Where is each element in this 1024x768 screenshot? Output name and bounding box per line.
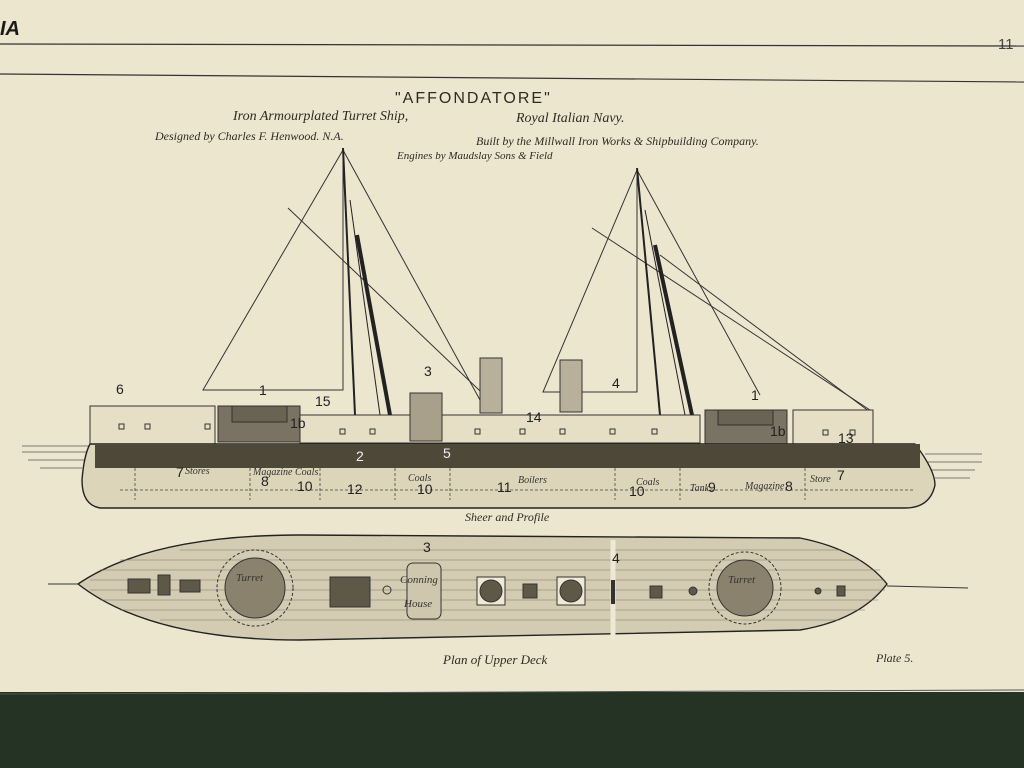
engines-credit: Engines by Maudslay Sons & Field xyxy=(397,150,553,162)
profile-label: Boilers xyxy=(518,475,547,486)
designer-credit: Designed by Charles F. Henwood. N.A. xyxy=(155,129,344,143)
profile-label: Tank xyxy=(690,483,710,494)
builder-credit: Built by the Millwall Iron Works & Shipb… xyxy=(476,134,759,148)
profile-label: Store xyxy=(810,474,831,485)
plan-label: Turret xyxy=(728,574,756,586)
profile-number: 1b xyxy=(290,415,306,431)
sails xyxy=(202,148,871,413)
profile-label: Coals xyxy=(295,467,319,478)
hull-compartments xyxy=(120,468,915,500)
plan-label: Conning xyxy=(400,574,438,586)
profile-number: 11 xyxy=(497,479,512,495)
caption-profile: Sheer and Profile xyxy=(465,510,550,524)
profile-number: 10 xyxy=(629,483,645,499)
deck-fittings xyxy=(127,540,846,640)
profile-number: 1 xyxy=(751,387,759,403)
portholes xyxy=(118,423,856,436)
caption-plan: Plan of Upper Deck xyxy=(443,652,548,667)
profile-number: 1b xyxy=(770,423,786,439)
profile-label: Coals xyxy=(408,473,432,484)
profile-number: 10 xyxy=(297,478,313,494)
plan-number: 3 xyxy=(423,539,431,555)
profile-number: 13 xyxy=(838,430,854,446)
ship-type: Iron Armourplated Turret Ship, xyxy=(233,109,409,124)
plan-label: House xyxy=(404,598,433,610)
profile-number: 3 xyxy=(424,363,432,379)
table-surface xyxy=(0,692,1024,768)
profile-label: Magazine xyxy=(253,467,293,478)
page-number: 11 xyxy=(998,36,1014,53)
profile-number: 14 xyxy=(526,409,542,425)
profile-label: Magazine xyxy=(745,481,785,492)
profile-number: 8 xyxy=(785,478,793,494)
navy-label: Royal Italian Navy. xyxy=(516,111,625,126)
plan-label: Turret xyxy=(236,572,264,584)
profile-number: 10 xyxy=(417,481,433,497)
profile-number: 8 xyxy=(261,473,269,489)
profile-number: 1 xyxy=(259,382,267,398)
profile-number: 7 xyxy=(837,467,845,483)
publication-logo: IA xyxy=(0,18,20,40)
profile-number: 9 xyxy=(708,479,716,495)
profile-number: 15 xyxy=(315,393,331,409)
superstructure xyxy=(89,357,874,446)
profile-label: Coals xyxy=(636,477,660,488)
plate-label: Plate 5. xyxy=(876,651,914,665)
profile-number: 12 xyxy=(347,481,363,497)
profile-number: 7 xyxy=(176,464,184,480)
water-lines xyxy=(22,445,982,479)
profile-number: 2 xyxy=(356,448,364,464)
ship-title: "AFFONDATORE" xyxy=(395,90,552,107)
profile-number: 4 xyxy=(612,375,620,391)
profile-number: 5 xyxy=(443,445,451,461)
profile-label: Stores xyxy=(185,466,210,477)
masts xyxy=(342,147,694,416)
plan-number: 4 xyxy=(612,550,620,566)
profile-number: 6 xyxy=(116,381,124,397)
